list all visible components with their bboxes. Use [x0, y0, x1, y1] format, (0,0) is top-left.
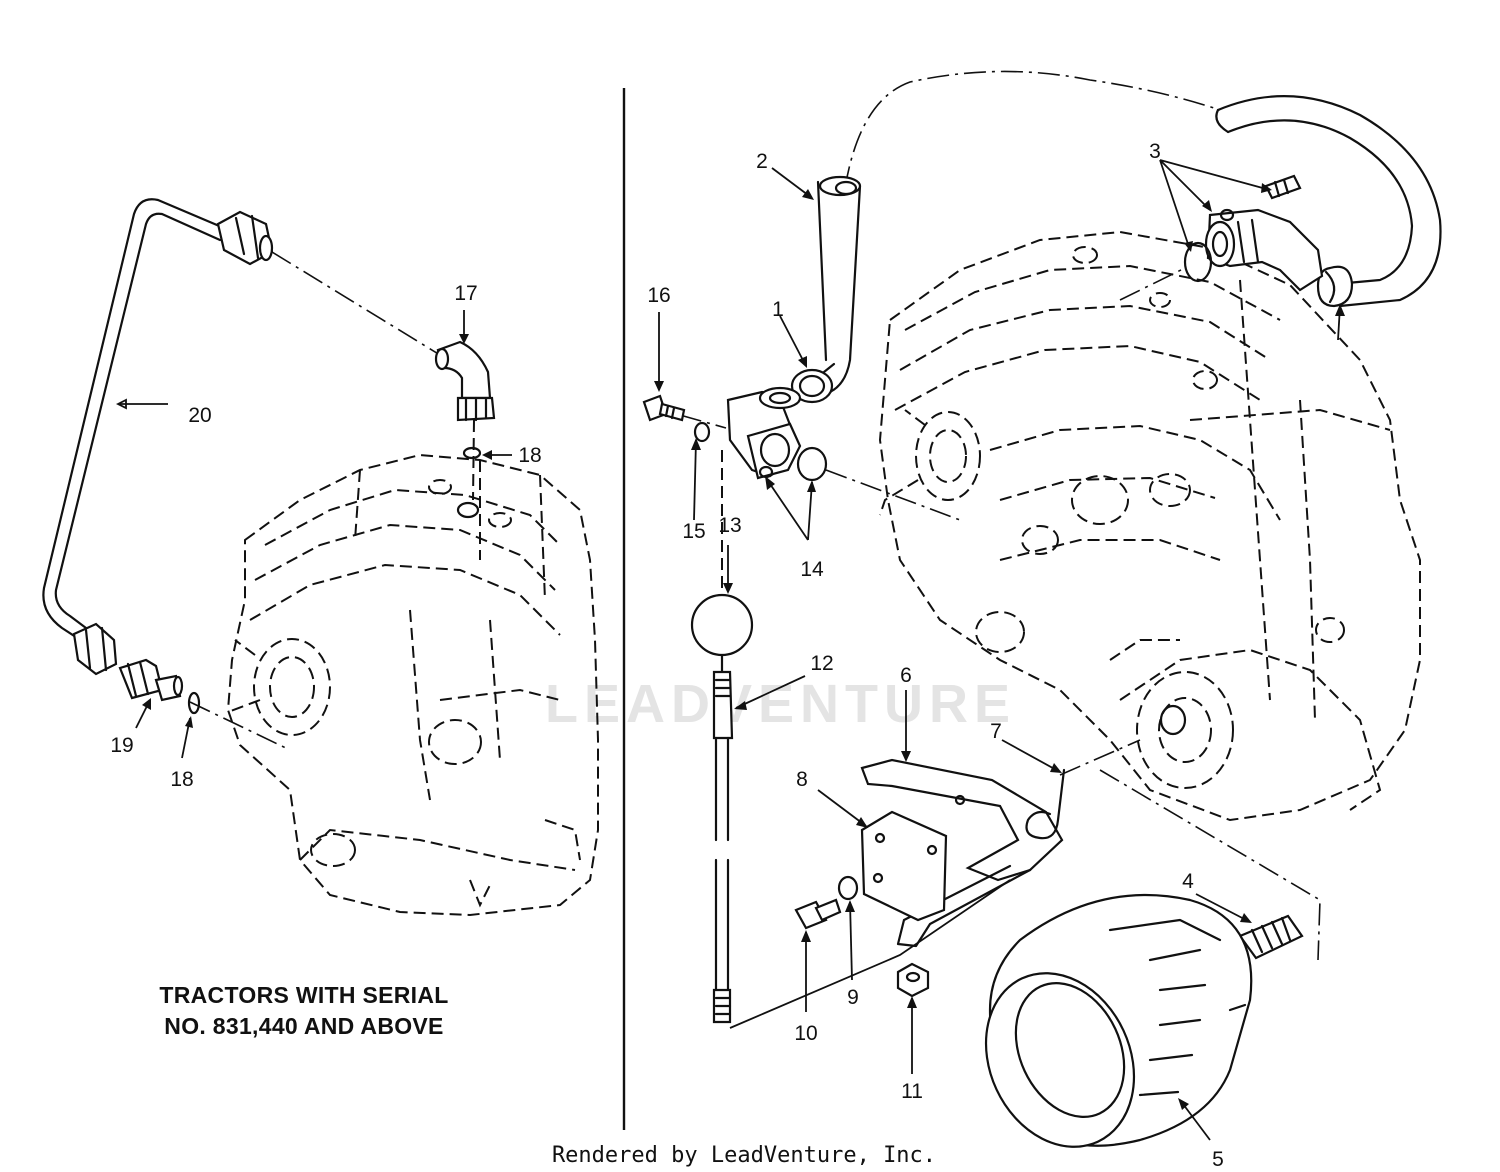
oil-tube-20	[42, 198, 274, 676]
washer-9	[837, 875, 859, 901]
leader-1	[779, 315, 807, 367]
elbow-fitting-17	[434, 340, 496, 422]
fitting-19	[118, 658, 184, 702]
bolt-10	[794, 898, 842, 930]
centerline-17-port	[472, 419, 475, 501]
centerline-16	[679, 414, 727, 429]
bolt-16	[642, 394, 686, 422]
leader-3	[1159, 159, 1271, 251]
leader-14	[765, 477, 813, 541]
centerline-4	[1099, 769, 1321, 961]
o-ring-18-side	[187, 691, 201, 715]
cover-plate-8	[860, 810, 948, 922]
hose-phantom-path	[844, 70, 1221, 189]
wire-clip-7	[1025, 768, 1066, 840]
right-input-flange	[879, 409, 981, 516]
centerline-19-housing	[189, 701, 291, 751]
o-ring-3	[1183, 241, 1213, 283]
suction-hose	[1215, 95, 1442, 308]
watermark-text: LEADVENTURE	[545, 674, 1016, 734]
left-transmission-housing	[226, 453, 599, 917]
callout-10: 10	[794, 1022, 817, 1045]
callout-7: 7	[990, 720, 1002, 743]
oil-port	[456, 501, 480, 519]
filter-mount-housing	[1119, 648, 1382, 811]
nipple-4	[1238, 914, 1304, 960]
hose-2	[816, 175, 862, 394]
pump-fitting-14	[726, 386, 802, 480]
callout-1: 1	[772, 298, 784, 321]
leader-7	[1001, 739, 1061, 773]
left-input-flange	[227, 638, 331, 736]
washer-15	[693, 421, 711, 443]
footer-credit: Rendered by LeadVenture, Inc.	[552, 1143, 936, 1168]
callout-17: 17	[454, 282, 477, 305]
leader-9	[849, 901, 853, 981]
callout-16: 16	[647, 284, 670, 307]
leader-4	[1195, 893, 1251, 923]
callout-6: 6	[900, 664, 912, 687]
suction-elbow-3	[1204, 174, 1324, 292]
nut-11	[896, 962, 930, 998]
callout-18-side: 18	[170, 768, 193, 791]
callout-12: 12	[810, 652, 833, 675]
caption-line-2: NO. 831,440 AND ABOVE	[164, 1013, 443, 1039]
centerline-7	[1059, 739, 1141, 776]
callout-2: 2	[756, 150, 768, 173]
centerline-20-17	[271, 251, 441, 356]
callout-5: 5	[1212, 1148, 1224, 1171]
o-ring-18-top	[462, 446, 482, 460]
callout-15: 15	[682, 520, 705, 543]
centerline-3	[1119, 267, 1186, 301]
leader-12	[735, 675, 806, 709]
callout-4: 4	[1182, 870, 1194, 893]
callout-9: 9	[847, 986, 859, 1009]
callout-3: 3	[1149, 140, 1161, 163]
o-ring-14	[796, 446, 828, 482]
callout-20: 20	[188, 404, 211, 427]
dipstick-guide-line	[729, 879, 1011, 1029]
right-transmission-housing	[878, 230, 1421, 822]
leader-15	[693, 439, 697, 521]
hose-clamp-1	[790, 362, 836, 404]
dipstick-12	[690, 593, 754, 1024]
callout-8: 8	[796, 768, 808, 791]
centerline-14	[825, 469, 961, 521]
callout-18-top: 18	[518, 444, 541, 467]
oil-filter-5	[984, 894, 1253, 1148]
callout-19: 19	[110, 734, 133, 757]
caption-line-1: TRACTORS WITH SERIAL	[159, 982, 448, 1008]
callout-11: 11	[901, 1080, 923, 1103]
callout-14: 14	[800, 558, 824, 581]
leader-8	[817, 789, 867, 827]
callout-13: 13	[718, 514, 741, 537]
